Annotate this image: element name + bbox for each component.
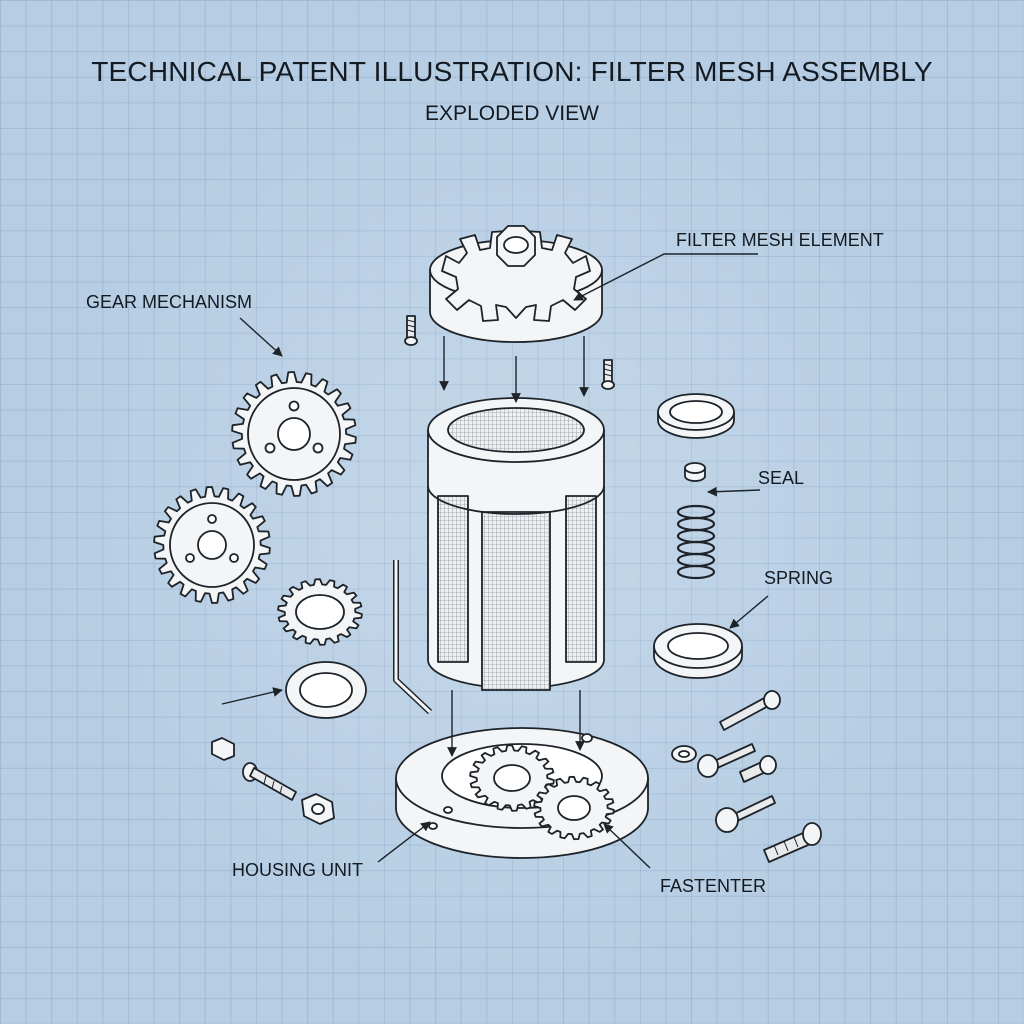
screw-right-top (601, 359, 615, 390)
large-gear-upper (231, 371, 357, 497)
nut-left (301, 793, 335, 825)
leader-fastenter (603, 823, 651, 869)
spring-coil (676, 504, 716, 580)
washer-left (285, 661, 367, 719)
nut-left-small (211, 737, 235, 761)
leader-seal (707, 486, 761, 497)
seal-small (684, 462, 706, 482)
label-seal: SEAL (758, 468, 805, 488)
label-fastenter: FASTENTER (660, 876, 767, 896)
screw-left-top (404, 315, 418, 346)
washer-right (653, 623, 743, 679)
large-gear-lower (153, 486, 271, 604)
washer-small-right (671, 745, 697, 763)
diagram-title: TECHNICAL PATENT ILLUSTRATION: FILTER ME… (91, 56, 933, 87)
filter-cylinder (393, 397, 605, 715)
leader-washer-left (221, 687, 283, 705)
small-gear-left (277, 578, 363, 646)
top-cap-gear (441, 225, 591, 322)
label-housing-unit: HOUSING UNIT (232, 860, 364, 880)
leader-filter-mesh (573, 253, 758, 301)
leader-spring (729, 595, 769, 629)
label-spring: SPRING (764, 568, 834, 588)
label-gear-mechanism: GEAR MECHANISM (86, 292, 253, 312)
label-filter-mesh-element: FILTER MESH ELEMENT (676, 230, 884, 250)
housing-gear-right (533, 775, 615, 841)
bolt-right-1 (719, 690, 781, 731)
bolt-right-2 (697, 743, 756, 778)
bolt-right-4 (715, 795, 776, 833)
top-cap-assembly (429, 225, 603, 343)
leader-gear-mechanism (239, 317, 283, 357)
seal-ring-top (657, 393, 735, 439)
leader-housing-unit (377, 821, 431, 863)
bolt-right-3 (739, 755, 777, 783)
housing-gear-left (469, 744, 555, 812)
bolt-right-5 (763, 822, 822, 863)
bolt-left (242, 762, 297, 801)
diagram-subtitle: EXPLODED VIEW (425, 102, 599, 125)
